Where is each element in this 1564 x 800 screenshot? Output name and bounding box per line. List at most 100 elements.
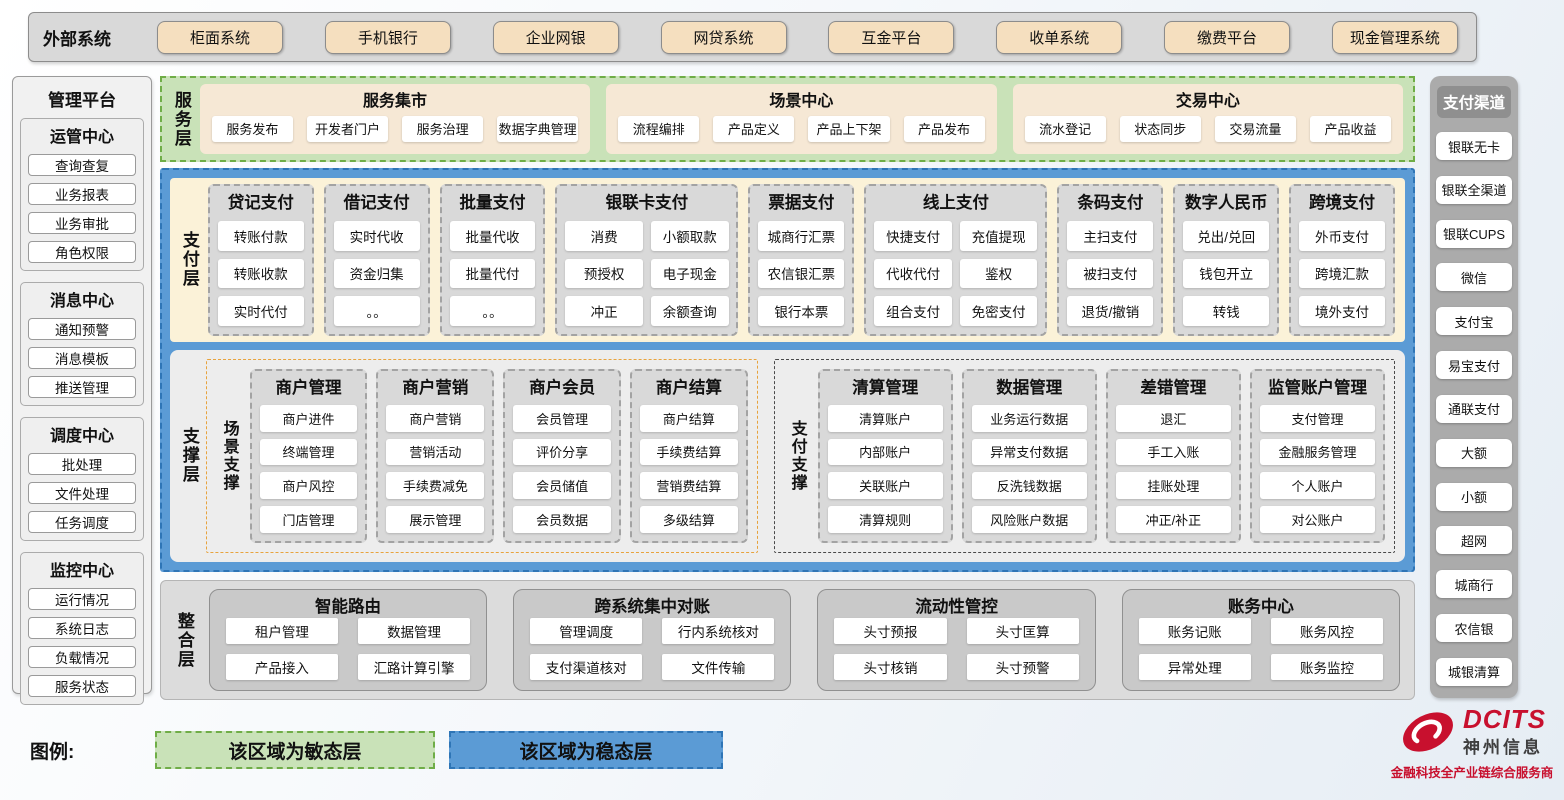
support-item-button[interactable]: 反洗钱数据 bbox=[971, 472, 1087, 500]
payment-item-button[interactable]: 代收代付 bbox=[874, 258, 952, 289]
management-item-button[interactable]: 文件处理 bbox=[28, 482, 136, 504]
integration-item-button[interactable]: 产品接入 bbox=[225, 653, 338, 680]
payment-channel-button[interactable]: 农信银 bbox=[1436, 614, 1512, 643]
external-system-button[interactable]: 手机银行 bbox=[324, 20, 451, 54]
external-system-button[interactable]: 网贷系统 bbox=[660, 20, 787, 54]
management-item-button[interactable]: 角色权限 bbox=[28, 241, 136, 263]
service-item-button[interactable]: 流程编排 bbox=[618, 115, 700, 142]
external-system-button[interactable]: 互金平台 bbox=[828, 20, 955, 54]
service-item-button[interactable]: 流水登记 bbox=[1024, 115, 1106, 142]
service-item-button[interactable]: 产品收益 bbox=[1309, 115, 1391, 142]
payment-item-button[interactable]: 外币支付 bbox=[1299, 221, 1385, 251]
integration-item-button[interactable]: 头寸预报 bbox=[834, 617, 947, 644]
integration-item-button[interactable]: 行内系统核对 bbox=[662, 617, 775, 644]
support-item-button[interactable]: 营销活动 bbox=[386, 438, 485, 466]
support-item-button[interactable]: 展示管理 bbox=[386, 506, 485, 533]
support-item-button[interactable]: 手续费减免 bbox=[386, 472, 485, 500]
support-item-button[interactable]: 商户结算 bbox=[640, 404, 738, 432]
management-item-button[interactable]: 通知预警 bbox=[28, 318, 136, 340]
support-item-button[interactable]: 金融服务管理 bbox=[1259, 438, 1376, 466]
management-item-button[interactable]: 推送管理 bbox=[28, 376, 136, 398]
payment-item-button[interactable]: 被扫支付 bbox=[1067, 258, 1154, 289]
payment-item-button[interactable]: 消费 bbox=[565, 221, 643, 251]
support-item-button[interactable]: 门店管理 bbox=[259, 506, 358, 533]
service-item-button[interactable]: 交易流量 bbox=[1214, 115, 1296, 142]
payment-channel-button[interactable]: 超网 bbox=[1436, 526, 1512, 555]
service-item-button[interactable]: 状态同步 bbox=[1119, 115, 1201, 142]
support-item-button[interactable]: 会员数据 bbox=[513, 506, 612, 533]
payment-channel-button[interactable]: 微信 bbox=[1436, 263, 1512, 292]
payment-item-button[interactable]: 农信银汇票 bbox=[758, 258, 845, 289]
service-item-button[interactable]: 服务治理 bbox=[402, 115, 484, 142]
external-system-button[interactable]: 收单系统 bbox=[996, 20, 1123, 54]
support-item-button[interactable]: 商户风控 bbox=[259, 472, 358, 500]
payment-item-button[interactable]: 实时代收 bbox=[333, 221, 420, 251]
payment-item-button[interactable]: 钱包开立 bbox=[1183, 258, 1270, 289]
support-item-button[interactable]: 挂账处理 bbox=[1115, 472, 1231, 500]
external-system-button[interactable]: 缴费平台 bbox=[1164, 20, 1291, 54]
integration-item-button[interactable]: 账务风控 bbox=[1270, 617, 1384, 644]
payment-item-button[interactable]: 资金归集 bbox=[333, 258, 420, 289]
payment-item-button[interactable]: 退货/撤销 bbox=[1067, 296, 1154, 326]
integration-item-button[interactable]: 汇路计算引擎 bbox=[357, 653, 471, 680]
payment-item-button[interactable]: 预授权 bbox=[565, 258, 643, 289]
payment-item-button[interactable]: 余额查询 bbox=[650, 296, 729, 326]
management-item-button[interactable]: 系统日志 bbox=[28, 617, 136, 639]
external-system-button[interactable]: 柜面系统 bbox=[157, 20, 283, 54]
support-item-button[interactable]: 手续费结算 bbox=[640, 438, 738, 466]
management-item-button[interactable]: 任务调度 bbox=[28, 511, 136, 533]
service-item-button[interactable]: 开发者门户 bbox=[306, 115, 389, 142]
support-item-button[interactable]: 会员储值 bbox=[513, 472, 612, 500]
payment-item-button[interactable]: 境外支付 bbox=[1299, 296, 1385, 326]
payment-channel-button[interactable]: 大额 bbox=[1436, 438, 1512, 467]
external-system-button[interactable]: 现金管理系统 bbox=[1331, 20, 1458, 54]
payment-channel-button[interactable]: 银联无卡 bbox=[1436, 132, 1512, 160]
management-item-button[interactable]: 业务审批 bbox=[28, 212, 136, 234]
support-item-button[interactable]: 多级结算 bbox=[640, 506, 738, 533]
integration-item-button[interactable]: 账务监控 bbox=[1270, 653, 1384, 680]
support-item-button[interactable]: 清算账户 bbox=[827, 404, 943, 432]
payment-item-button[interactable]: 组合支付 bbox=[874, 296, 952, 326]
payment-item-button[interactable]: 兑出/兑回 bbox=[1183, 221, 1270, 251]
payment-channel-button[interactable]: 银联全渠道 bbox=[1436, 175, 1512, 204]
support-item-button[interactable]: 风险账户数据 bbox=[971, 506, 1087, 533]
payment-channel-button[interactable]: 城商行 bbox=[1436, 570, 1512, 599]
payment-item-button[interactable]: 银行本票 bbox=[758, 296, 845, 326]
support-item-button[interactable]: 手工入账 bbox=[1115, 438, 1231, 466]
payment-item-button[interactable]: 转钱 bbox=[1183, 296, 1270, 326]
payment-item-button[interactable]: 转账收款 bbox=[217, 258, 304, 289]
payment-channel-button[interactable]: 城银清算 bbox=[1436, 657, 1512, 686]
payment-item-button[interactable]: 小额取款 bbox=[650, 221, 729, 251]
payment-item-button[interactable]: 充值提现 bbox=[959, 221, 1038, 251]
support-item-button[interactable]: 会员管理 bbox=[513, 404, 612, 432]
management-item-button[interactable]: 批处理 bbox=[28, 453, 136, 475]
service-item-button[interactable]: 产品发布 bbox=[903, 115, 985, 142]
support-item-button[interactable]: 关联账户 bbox=[827, 472, 943, 500]
service-item-button[interactable]: 服务发布 bbox=[211, 115, 293, 142]
payment-channel-button[interactable]: 支付宝 bbox=[1436, 307, 1512, 336]
integration-item-button[interactable]: 数据管理 bbox=[357, 617, 471, 644]
support-item-button[interactable]: 清算规则 bbox=[827, 506, 943, 533]
payment-item-button[interactable]: 鉴权 bbox=[959, 258, 1038, 289]
payment-item-button[interactable]: 跨境汇款 bbox=[1299, 258, 1385, 289]
payment-item-button[interactable]: 。。 bbox=[449, 296, 536, 326]
support-item-button[interactable]: 营销费结算 bbox=[640, 472, 738, 500]
support-item-button[interactable]: 支付管理 bbox=[1259, 404, 1376, 432]
integration-item-button[interactable]: 文件传输 bbox=[662, 653, 775, 680]
support-item-button[interactable]: 终端管理 bbox=[259, 438, 358, 466]
service-item-button[interactable]: 数据字典管理 bbox=[497, 115, 579, 142]
management-item-button[interactable]: 查询查复 bbox=[28, 154, 136, 176]
support-item-button[interactable]: 内部账户 bbox=[827, 438, 943, 466]
payment-item-button[interactable]: 主扫支付 bbox=[1067, 221, 1154, 251]
payment-channel-button[interactable]: 通联支付 bbox=[1436, 394, 1512, 423]
support-item-button[interactable]: 对公账户 bbox=[1259, 506, 1376, 533]
payment-item-button[interactable]: 。。 bbox=[333, 296, 420, 326]
payment-item-button[interactable]: 城商行汇票 bbox=[758, 221, 845, 251]
integration-item-button[interactable]: 异常处理 bbox=[1138, 653, 1251, 680]
management-item-button[interactable]: 服务状态 bbox=[28, 675, 136, 697]
support-item-button[interactable]: 评价分享 bbox=[513, 438, 612, 466]
payment-item-button[interactable]: 冲正 bbox=[565, 296, 643, 326]
service-item-button[interactable]: 产品上下架 bbox=[808, 115, 890, 142]
payment-channel-button[interactable]: 易宝支付 bbox=[1436, 351, 1512, 380]
support-item-button[interactable]: 商户进件 bbox=[259, 404, 358, 432]
